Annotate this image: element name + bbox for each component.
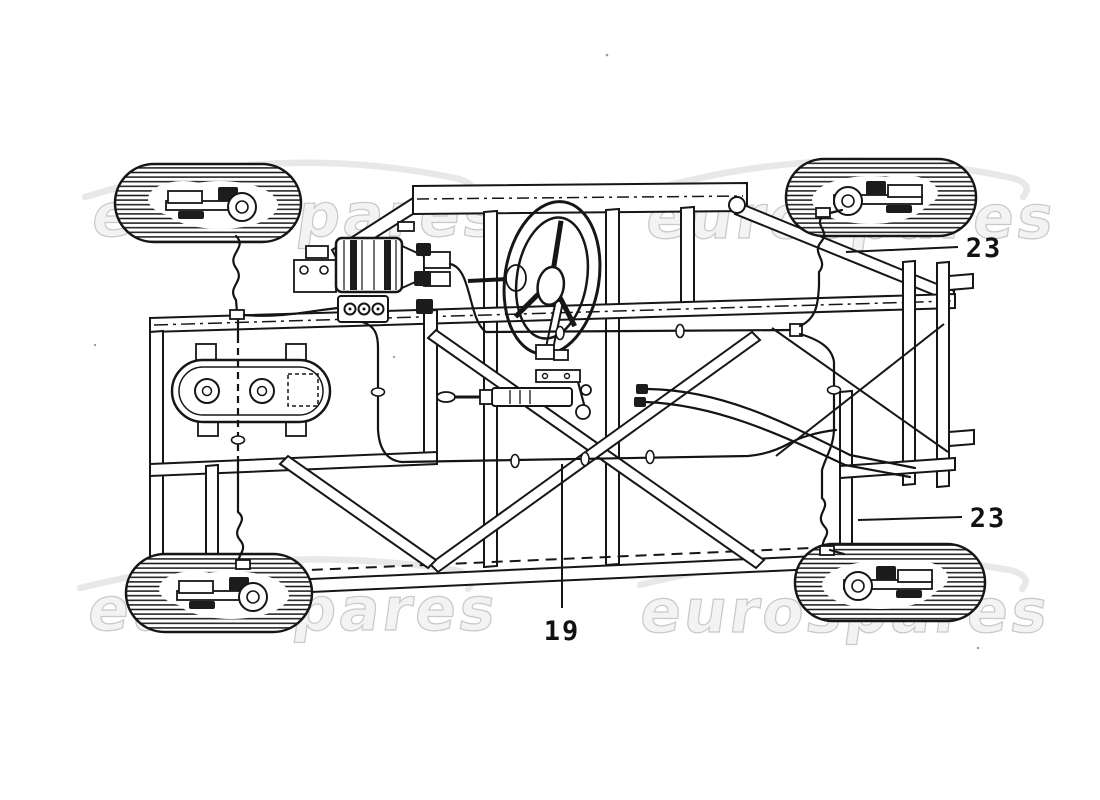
flex-hose-front-left <box>232 234 241 314</box>
hub <box>833 186 863 216</box>
wheel-front-right <box>784 157 978 238</box>
flex-hose-rear-right <box>819 496 829 554</box>
left-side-rail <box>149 329 164 589</box>
frame-post <box>605 207 620 567</box>
pedal-linkage-assembly <box>436 369 648 420</box>
pipe-connector <box>416 299 433 314</box>
leader-line-23-rear <box>857 516 963 521</box>
pipe-connector <box>414 271 431 286</box>
brake-lines <box>229 207 917 570</box>
brake-booster-assembly <box>293 221 451 323</box>
linkage-rod-end <box>436 391 456 403</box>
right-lower-rail <box>839 456 956 480</box>
left-lower-diagonal <box>278 454 438 570</box>
wheel-rear-right <box>793 542 987 623</box>
hub <box>238 582 268 612</box>
callouts: 23 23 19 <box>544 233 1007 647</box>
bell-crank <box>575 404 591 420</box>
pipe-connector <box>416 243 431 256</box>
frame-post <box>680 205 695 309</box>
cable-rear <box>646 387 917 470</box>
wheel-front-left <box>113 162 303 244</box>
slave-cylinder <box>491 387 573 407</box>
booster-drum <box>334 236 404 294</box>
wheel-rear-left <box>124 552 314 634</box>
right-frame-stub <box>948 272 974 292</box>
callout-23-front-right[interactable]: 23 <box>966 233 1003 264</box>
pipe-main-right <box>448 262 797 334</box>
tank-filler-cap <box>249 378 275 404</box>
tank-filler-cap <box>194 378 220 404</box>
callout-23-rear-right[interactable]: 23 <box>970 503 1007 534</box>
steering-wheel <box>502 200 602 356</box>
pipe-to-junction <box>242 306 340 317</box>
pipe-rear-right <box>798 332 836 500</box>
callout-19-brake-line[interactable]: 19 <box>544 616 581 647</box>
master-cylinder <box>423 251 451 269</box>
brake-pipe-19 <box>360 320 838 464</box>
brake-caliper <box>876 566 896 580</box>
paper-speckles <box>93 53 980 650</box>
flex-hose-rear-left <box>236 510 245 568</box>
cable-rear <box>644 400 912 479</box>
steering-assembly <box>467 200 602 361</box>
left-bay-inner-post <box>205 463 219 559</box>
flex-hose-front-right <box>816 214 826 274</box>
fuel-tank <box>170 343 332 437</box>
right-frame-post <box>936 260 950 489</box>
pipe-front-right <box>798 270 821 328</box>
frame-post <box>483 209 498 569</box>
leader-line-23-front <box>845 246 959 253</box>
steering-hub <box>536 265 566 307</box>
tank-detail-outline <box>287 373 319 407</box>
tee-fitting <box>789 323 803 337</box>
hub <box>843 571 873 601</box>
hub <box>227 192 257 222</box>
right-lower-stub <box>948 428 975 448</box>
right-frame-post <box>902 259 916 487</box>
brake-caliper <box>866 181 886 195</box>
